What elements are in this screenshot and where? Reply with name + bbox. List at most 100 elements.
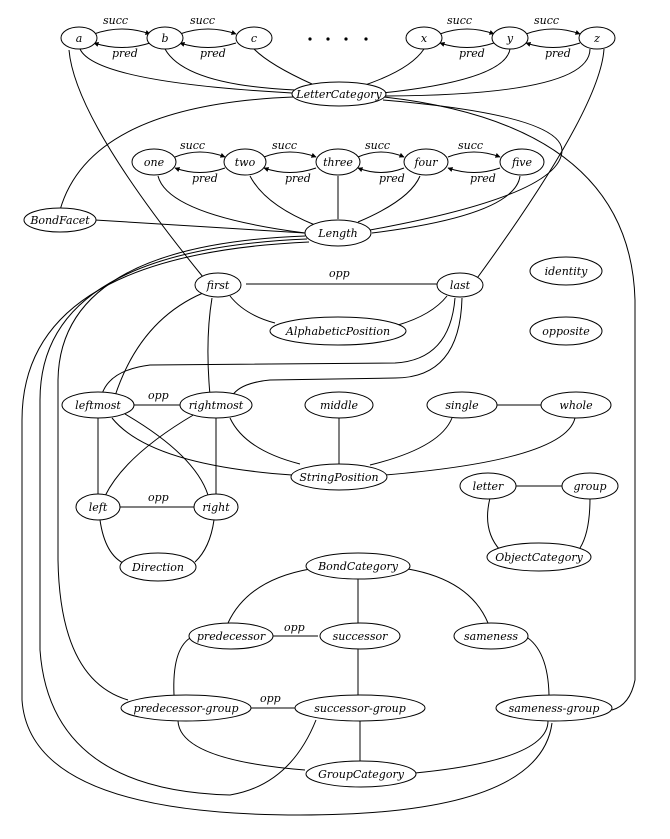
edge-leftmost-stringposition [111,417,293,476]
node-single[interactable]: single [426,391,498,419]
node-alphabeticposition[interactable]: AlphabeticPosition [269,316,407,346]
node-samenessgroup[interactable]: sameness-group [495,694,613,722]
node-successorgroup[interactable]: successor-group [294,694,426,722]
node-y[interactable]: y [491,26,529,50]
edge-length-successorgroup [39,238,317,796]
node-a[interactable]: a [60,26,98,50]
node-b[interactable]: b [146,26,184,50]
ellipsis-dot [326,37,330,41]
node-four[interactable]: four [403,148,449,176]
node-stringposition[interactable]: StringPosition [290,463,388,491]
edge-label-pred: pred [200,47,226,60]
edge-bondcategory-predecessor [227,568,311,624]
node-first[interactable]: first [194,272,242,298]
edge-first-rightmost [207,297,213,396]
edge-lettercategory-bondfacet [59,96,294,211]
edge-label-succ: succ [365,139,390,152]
node-predecessor[interactable]: predecessor [188,622,274,650]
edge-last-leftmost [101,297,456,395]
node-lettercategory[interactable]: LetterCategory [291,81,387,107]
node-right[interactable]: right [193,493,239,521]
node-successor[interactable]: successor [319,622,401,650]
node-length[interactable]: Length [304,219,372,247]
edge-label-succ: succ [272,139,297,152]
edge-left-direction [99,519,126,565]
edge-three-two-pred [263,167,317,173]
node-label: sameness-group [509,702,600,715]
edge-whole-stringposition [384,417,576,476]
edge-label-opp: opp [284,621,305,634]
edge-b-lettercategory [164,48,296,91]
edge-x-lettercategory [361,48,425,87]
edge-three-four-succ [357,151,405,158]
node-objectcategory[interactable]: ObjectCategory [486,542,592,572]
node-label: first [206,279,230,292]
edge-bondfacet-length [94,219,306,234]
node-opposite[interactable]: opposite [529,316,603,346]
edge-rightmost-left [104,413,196,497]
edge-label-pred: pred [545,47,571,60]
edge-z-last [474,48,605,282]
edge-label-succ: succ [447,14,472,27]
edge-bondcategory-sameness [407,568,489,624]
node-left[interactable]: left [75,493,121,521]
node-identity[interactable]: identity [529,256,603,286]
node-label: middle [320,399,359,412]
node-label: AlphabeticPosition [285,325,390,338]
node-leftmost[interactable]: leftmost [61,391,135,419]
node-sameness[interactable]: sameness [453,622,529,650]
node-label: two [235,156,256,169]
node-label: right [202,501,230,514]
edge-right-direction [194,519,215,563]
node-three[interactable]: three [315,148,361,176]
edge-four-five-succ [447,151,501,158]
edge-two-three-succ [263,151,317,158]
node-label: last [450,279,471,292]
edge-one-two-succ [174,151,226,158]
edge-last-rightmost [231,297,463,397]
node-rightmost[interactable]: rightmost [179,391,253,419]
edge-y-x-pred [439,42,495,48]
edges [21,28,636,816]
node-bondfacet[interactable]: BondFacet [23,207,97,233]
node-whole[interactable]: whole [540,391,612,419]
node-label: single [445,399,479,412]
node-label: three [323,156,353,169]
node-letter[interactable]: letter [459,472,517,500]
edge-predecessorgroup-groupcategory [177,720,306,771]
edge-y-z-succ [525,28,581,35]
node-two[interactable]: two [223,148,267,176]
node-groupcategory[interactable]: GroupCategory [305,760,417,788]
edge-length-samenessgroup [21,241,553,816]
node-group[interactable]: group [561,472,619,500]
node-one[interactable]: one [131,148,177,176]
edge-predecessor-predecessorgroup [173,637,191,696]
edge-label-opp: opp [260,692,281,705]
edge-b-c-succ [179,28,237,35]
edge-letter-objectcategory [487,497,501,551]
node-label: sameness [464,630,518,643]
node-x[interactable]: x [405,26,443,50]
node-label: x [421,32,428,45]
node-bondcategory[interactable]: BondCategory [305,552,411,580]
edge-two-length [249,175,316,226]
node-label: StringPosition [299,471,378,484]
edge-samenessgroup-groupcategory [414,720,549,774]
node-middle[interactable]: middle [304,391,374,419]
node-label: rightmost [189,399,244,412]
node-z[interactable]: z [578,26,616,50]
edge-first-leftmost [114,292,204,397]
node-label: BondCategory [317,560,399,573]
node-label: five [511,156,533,169]
node-label: left [89,501,108,514]
node-predecessorgroup[interactable]: predecessor-group [120,694,252,722]
node-label: letter [473,480,504,493]
node-label: opposite [542,325,590,338]
node-five[interactable]: five [499,148,545,176]
node-direction[interactable]: Direction [119,552,197,582]
node-last[interactable]: last [436,272,484,298]
node-label: b [161,32,168,45]
edge-group-objectcategory [579,497,591,549]
node-label: Direction [131,561,184,574]
node-c[interactable]: c [235,26,273,50]
